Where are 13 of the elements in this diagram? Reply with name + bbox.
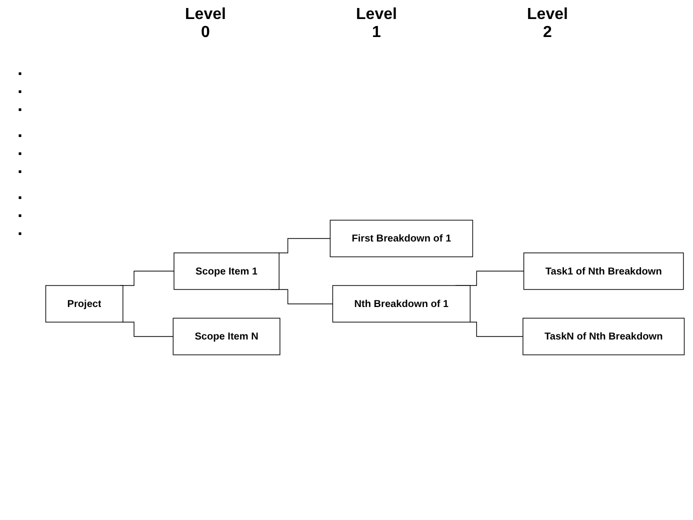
node-box: First Breakdown of 1 [330, 220, 474, 258]
node-box: Task1 of Nth Breakdown [523, 252, 684, 290]
level-heading: Level 0 [184, 6, 227, 43]
node-box: Project [45, 285, 124, 322]
ellipsis: . . . [16, 184, 24, 238]
ellipsis: . . . [16, 122, 24, 176]
ellipsis: . . . [16, 60, 24, 114]
node-box: TaskN of Nth Breakdown [522, 318, 685, 356]
level-heading: Level 2 [526, 6, 569, 43]
node-box: Nth Breakdown of 1 [332, 285, 471, 322]
level-heading: Level 1 [355, 6, 398, 43]
node-box: Scope Item 1 [174, 252, 280, 290]
node-box: Scope Item N [172, 318, 280, 356]
